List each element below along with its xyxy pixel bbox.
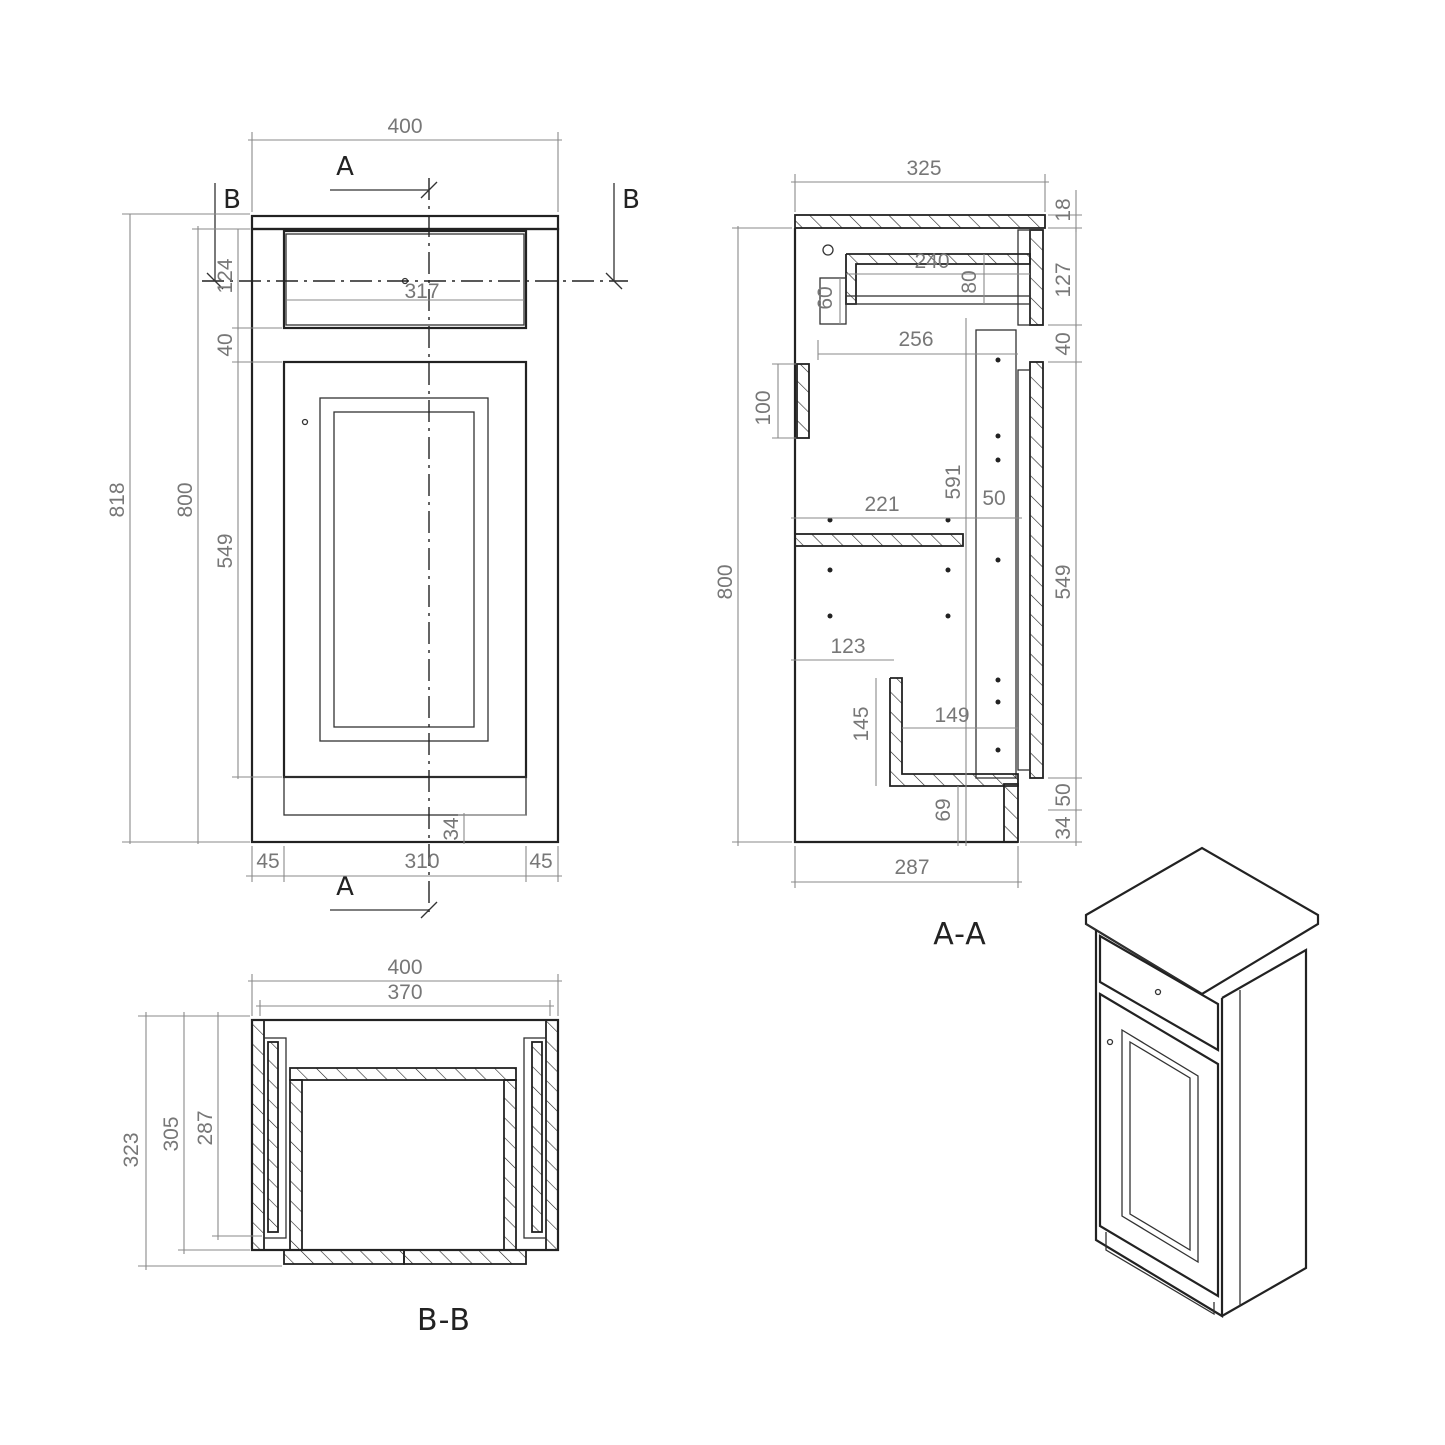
dim-bb-inner-depth: 287 — [194, 1110, 217, 1145]
dim-aa-handle-height: 100 — [752, 390, 775, 425]
bb-drawer-back — [289, 1067, 517, 1081]
bb-front-right — [403, 1249, 527, 1265]
bb-left-runner — [263, 1037, 287, 1239]
dim-aa-bottom-offset: 69 — [932, 798, 955, 821]
section-a-top-label: A — [336, 152, 354, 182]
dim-aa-notch-height: 145 — [850, 706, 873, 741]
dim-aa-body-height: 800 — [714, 564, 737, 599]
section-bb-title: B-B — [417, 1303, 471, 1338]
bb-right-runner-profile — [531, 1041, 543, 1233]
bb-front-left — [283, 1249, 405, 1265]
dim-front-drawer-height: 124 — [214, 258, 237, 293]
dim-aa-plinth-height: 34 — [1052, 816, 1075, 840]
dim-front-rail-height: 40 — [214, 333, 237, 356]
front-carcass — [250, 227, 560, 844]
bb-right-runner — [523, 1037, 547, 1239]
dim-aa-runner-depth: 256 — [898, 328, 933, 351]
bb-right-side — [545, 1019, 559, 1251]
front-door-panel — [333, 411, 475, 728]
front-dimension-lines — [122, 132, 562, 882]
aa-shelf — [794, 533, 964, 547]
dim-aa-notch-depth: 123 — [830, 635, 865, 658]
dim-aa-inner-height: 591 — [942, 464, 965, 499]
aa-carcass-outline — [793, 228, 1018, 844]
dim-front-body-height: 800 — [174, 482, 197, 517]
aa-door — [1029, 361, 1044, 779]
dim-aa-drawer-side-height: 60 — [814, 286, 837, 309]
dim-front-overall-height: 818 — [106, 482, 129, 517]
aa-drawer-hole — [822, 244, 834, 256]
dim-aa-shelf-gap: 50 — [982, 487, 1005, 510]
bb-drawer-right — [503, 1079, 517, 1251]
front-top-slab — [250, 214, 560, 231]
iso-plinth — [1105, 1232, 1215, 1316]
dim-bb-inner-width: 370 — [387, 981, 422, 1004]
bb-dimension-lines — [138, 974, 562, 1270]
iso-side-face — [1221, 948, 1308, 1317]
front-plinth — [283, 776, 527, 816]
front-drawer — [282, 229, 528, 330]
iso-drawer — [1098, 934, 1220, 1052]
front-view: A A B B — [106, 115, 640, 919]
aa-handle-cleat — [796, 363, 810, 439]
aa-bottom-notch — [889, 677, 1019, 787]
section-aa-title: A-A — [933, 917, 987, 952]
dim-aa-top-thickness: 18 — [1052, 198, 1075, 221]
dim-aa-shelf-depth: 221 — [864, 493, 899, 516]
iso-door-panel — [1129, 1040, 1191, 1252]
dim-front-plinth-height: 34 — [440, 817, 463, 841]
dim-aa-drawer-box-depth: 240 — [914, 250, 949, 273]
aa-shelf-pin-holes — [827, 357, 1001, 753]
dim-bb-mid-depth: 305 — [160, 1116, 183, 1151]
front-door-knob — [301, 418, 309, 426]
dim-front-plinth-width: 310 — [404, 850, 439, 873]
dim-front-drawer-width: 317 — [404, 280, 439, 303]
dim-aa-door-height: 549 — [1052, 564, 1075, 599]
section-aa-view: 325 18 127 40 549 50 34 800 240 80 60 25… — [714, 157, 1082, 952]
bb-drawer-left — [289, 1079, 303, 1251]
iso-door-frame — [1121, 1028, 1199, 1264]
aa-drawer-front — [1029, 229, 1044, 326]
section-b-right-label: B — [622, 185, 640, 215]
dim-aa-base-depth: 287 — [894, 856, 929, 879]
aa-drawer-runner — [845, 295, 1031, 305]
front-drawer-inner — [285, 233, 525, 326]
aa-door-frame — [1017, 369, 1031, 771]
aa-plinth — [1003, 783, 1019, 843]
iso-top-slab — [1084, 846, 1320, 996]
dim-aa-depth: 325 — [906, 157, 941, 180]
dim-front-side-right: 45 — [529, 850, 552, 873]
aa-dimension-lines — [732, 174, 1082, 888]
dim-front-door-height: 549 — [214, 533, 237, 568]
iso-drawer-knob — [1154, 988, 1162, 996]
dim-aa-drawer-front-height: 127 — [1052, 262, 1075, 297]
iso-door-knob — [1106, 1038, 1114, 1046]
dim-aa-plinth-step: 50 — [1052, 783, 1075, 806]
section-bb-view: 400 370 323 305 287 B-B — [120, 956, 562, 1338]
dim-front-side-left: 45 — [256, 850, 279, 873]
section-b-left-label: B — [223, 185, 241, 215]
dim-aa-drawer-box-height: 80 — [958, 270, 981, 293]
front-door-frame — [319, 397, 489, 742]
aa-drawer-front-back — [1017, 229, 1031, 326]
dim-bb-outer-depth: 323 — [120, 1132, 143, 1167]
section-a-bottom-label: A — [336, 872, 354, 902]
aa-side-rail — [975, 329, 1017, 779]
dim-bb-outer-width: 400 — [387, 956, 422, 979]
aa-top-slab — [794, 214, 1046, 229]
bb-left-side — [251, 1019, 265, 1251]
iso-front-face — [1094, 930, 1224, 1318]
iso-door — [1098, 992, 1220, 1298]
dim-aa-rail-height: 40 — [1052, 332, 1075, 355]
dim-aa-notch-width: 149 — [934, 704, 969, 727]
bb-left-runner-profile — [267, 1041, 279, 1233]
aa-drawer-back — [819, 277, 847, 325]
dim-front-overall-width: 400 — [387, 115, 422, 138]
isometric-view — [1084, 846, 1320, 1318]
